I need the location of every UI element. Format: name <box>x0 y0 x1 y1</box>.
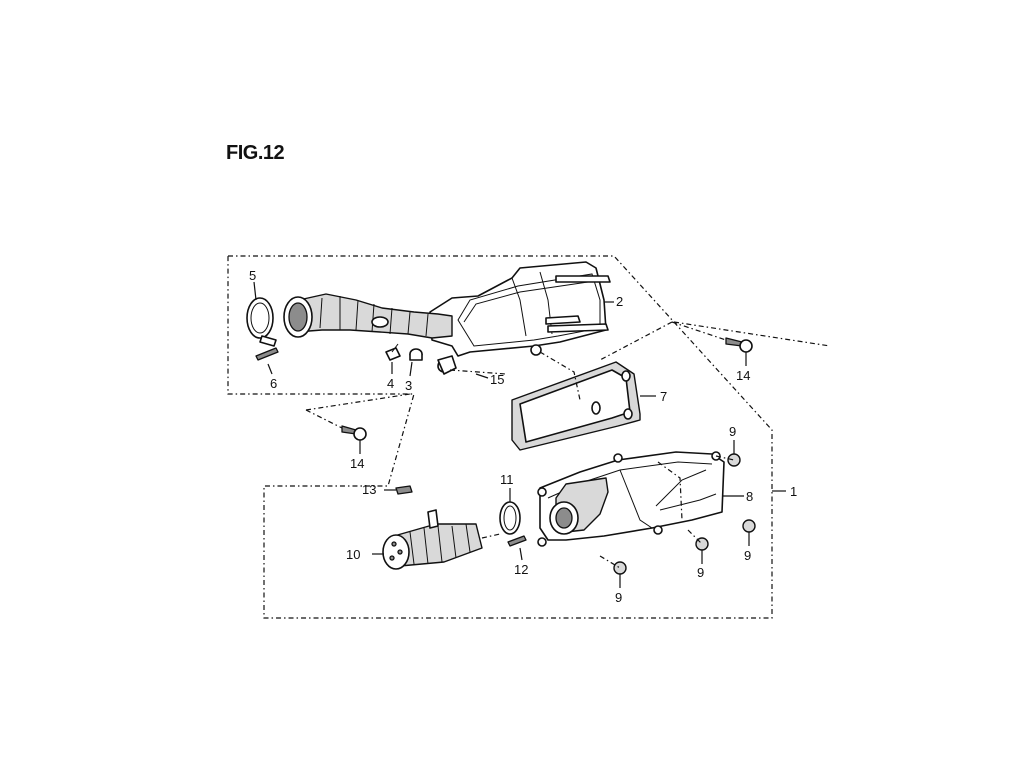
alignment-line-15 <box>449 369 507 375</box>
alignment-line-10 <box>481 533 501 539</box>
hose-clamp-5 <box>246 297 277 347</box>
alignment-line-9d <box>599 555 621 569</box>
callout-13: 13 <box>362 482 376 497</box>
callout-9-a: 9 <box>729 424 736 439</box>
screw-13 <box>395 485 413 495</box>
filter-tube-10 <box>382 509 483 570</box>
bolt-14-upper <box>725 337 753 353</box>
callout-14-upper: 14 <box>736 368 750 383</box>
hose-clamp-11 <box>499 501 521 535</box>
screw-12 <box>507 535 527 547</box>
alignment-line-14-upper-b <box>673 321 831 347</box>
alignment-line-9c <box>687 529 703 545</box>
assembly-boundary-line <box>227 255 773 619</box>
filter-element-7 <box>511 361 641 451</box>
callout-4: 4 <box>387 376 394 391</box>
callout-6: 6 <box>270 376 277 391</box>
leader-12 <box>519 547 523 561</box>
callout-1: 1 <box>790 484 797 499</box>
leader-5 <box>253 281 257 301</box>
leader-15 <box>475 373 489 379</box>
leader-3 <box>409 361 413 377</box>
screw-9-a <box>727 453 741 467</box>
bolt-14-lower <box>341 425 367 441</box>
callout-10: 10 <box>346 547 360 562</box>
air-cleaner-case-upper <box>429 261 611 375</box>
screw-6 <box>255 347 279 361</box>
callout-12: 12 <box>514 562 528 577</box>
leader-6 <box>267 363 273 375</box>
callout-5: 5 <box>249 268 256 283</box>
alignment-line-14-lower <box>305 409 343 429</box>
alignment-line-8 <box>657 461 683 521</box>
screw-9-d <box>613 561 627 575</box>
callout-3: 3 <box>405 378 412 393</box>
callout-11: 11 <box>500 472 514 487</box>
alignment-line-14-lower-b <box>305 393 411 411</box>
callout-15: 15 <box>490 372 504 387</box>
callout-8: 8 <box>746 489 753 504</box>
air-cleaner-case-lower <box>537 451 725 547</box>
intake-duct <box>283 293 453 339</box>
callout-2: 2 <box>616 294 623 309</box>
callout-9-d: 9 <box>615 590 622 605</box>
screw-9-b <box>742 519 756 533</box>
figure-title: FIG.12 <box>226 142 285 164</box>
callout-9-b: 9 <box>744 548 751 563</box>
alignment-line-14-upper <box>671 321 727 341</box>
callout-14-lower: 14 <box>350 456 364 471</box>
callout-9-c: 9 <box>697 565 704 580</box>
clip-4 <box>385 343 401 361</box>
alignment-line-7 <box>539 351 581 401</box>
grommet-3 <box>409 348 423 361</box>
alignment-line-9a <box>715 455 735 461</box>
alignment-line-case <box>599 321 673 361</box>
callout-7: 7 <box>660 389 667 404</box>
